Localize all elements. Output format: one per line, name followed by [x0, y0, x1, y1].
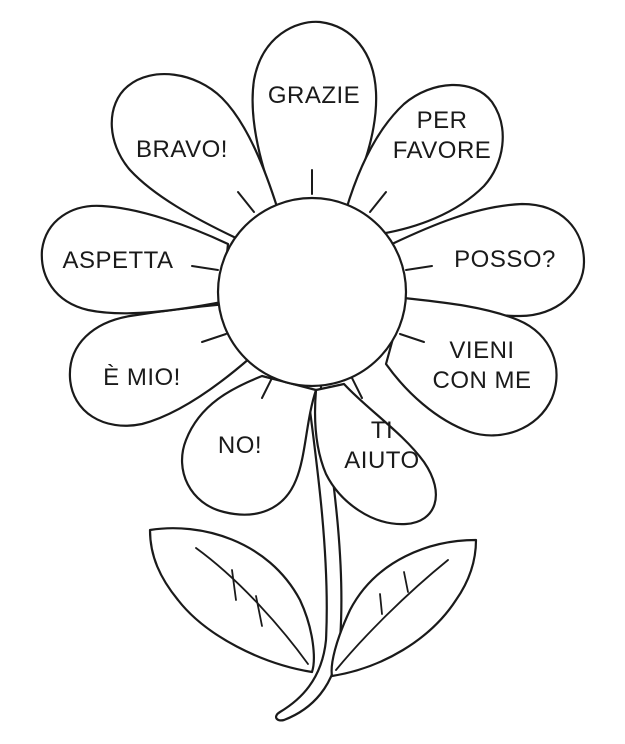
petal-label-per-favore: PER FAVORE	[393, 106, 492, 166]
label-aspetta: ASPETTA	[62, 246, 173, 276]
label-favore: FAVORE	[393, 136, 492, 166]
label-per: PER	[393, 106, 492, 136]
right-leaf	[332, 540, 476, 676]
label-con-me: CON ME	[433, 366, 532, 396]
petal-label-e-mio: È MIO!	[103, 363, 181, 393]
petal-label-grazie: GRAZIE	[268, 81, 360, 111]
petal-label-posso: POSSO?	[454, 245, 556, 275]
petal-label-ti-aiuto: TI AIUTO	[344, 416, 419, 476]
petal-label-aspetta: ASPETTA	[62, 246, 173, 276]
flower-center	[218, 198, 406, 386]
petal-label-bravo: BRAVO!	[136, 135, 228, 165]
label-aiuto: AIUTO	[344, 446, 419, 476]
left-leaf	[150, 528, 314, 672]
petal-label-no: NO!	[218, 431, 262, 461]
label-grazie: GRAZIE	[268, 81, 360, 111]
label-no: NO!	[218, 431, 262, 461]
label-bravo: BRAVO!	[136, 135, 228, 165]
label-ti: TI	[344, 416, 419, 446]
petal-label-vieni-con-me: VIENI CON ME	[433, 336, 532, 396]
label-e-mio: È MIO!	[103, 363, 181, 393]
label-vieni: VIENI	[433, 336, 532, 366]
label-posso: POSSO?	[454, 245, 556, 275]
